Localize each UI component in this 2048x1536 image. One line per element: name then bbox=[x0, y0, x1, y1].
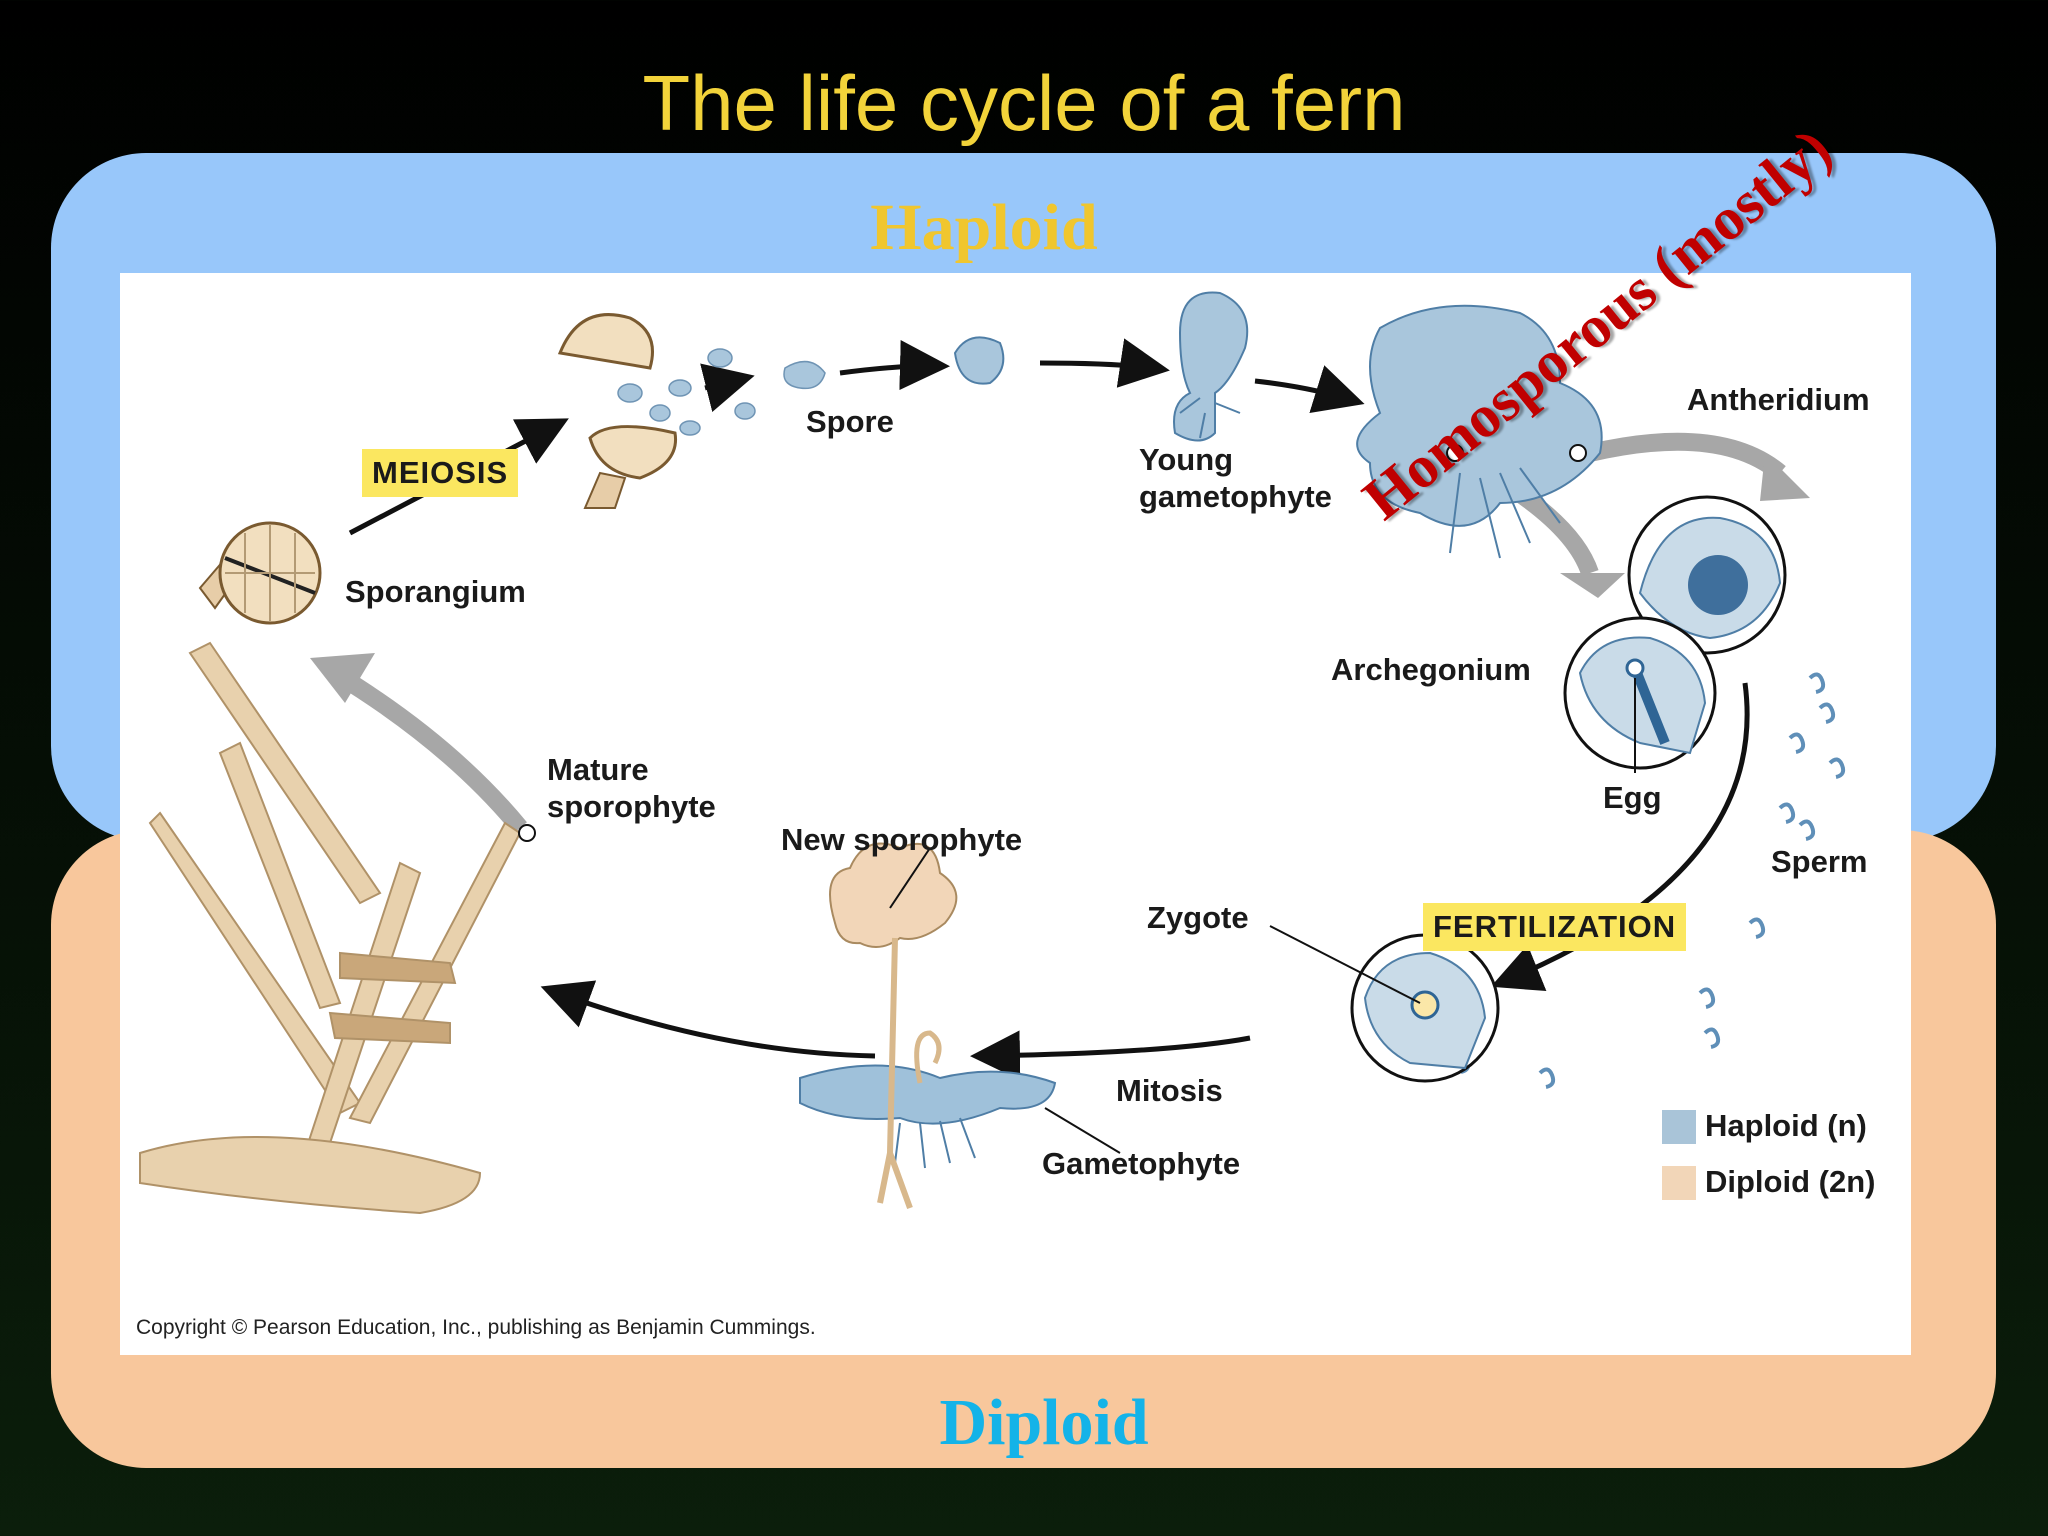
label-gametophyte: Gametophyte bbox=[1042, 1146, 1241, 1181]
legend-diploid-label: Diploid (2n) bbox=[1705, 1164, 1876, 1199]
spores bbox=[617, 348, 826, 436]
copyright-notice: Copyright © Pearson Education, Inc., pub… bbox=[136, 1316, 816, 1339]
label-sporangium: Sporangium bbox=[345, 574, 526, 609]
mature-gametophyte-illustration bbox=[1356, 304, 1603, 559]
label-spore: Spore bbox=[806, 404, 894, 439]
sporangium-illustration bbox=[198, 521, 322, 625]
legend-haploid-label: Haploid (n) bbox=[1705, 1108, 1867, 1143]
cycle-illustration bbox=[139, 291, 1846, 1215]
label-egg: Egg bbox=[1603, 780, 1662, 815]
label-young-gametophyte-2: gametophyte bbox=[1139, 479, 1332, 514]
antheridium-illustration bbox=[1627, 495, 1787, 655]
label-young-gametophyte-1: Young bbox=[1139, 442, 1234, 477]
label-mitosis: Mitosis bbox=[1116, 1073, 1223, 1108]
legend-diploid-swatch bbox=[1662, 1166, 1696, 1200]
new-sporophyte-illustration bbox=[799, 842, 1121, 1210]
haploid-band-label: Haploid bbox=[870, 191, 1098, 264]
meiosis-tag: MEIOSIS bbox=[362, 449, 519, 497]
label-new-sporophyte: New sporophyte bbox=[781, 822, 1023, 857]
label-zygote: Zygote bbox=[1147, 900, 1249, 935]
fertilization-tag: FERTILIZATION bbox=[1423, 903, 1687, 951]
label-mature-sporophyte-2: sporophyte bbox=[547, 789, 716, 824]
diploid-band-label: Diploid bbox=[939, 1386, 1149, 1459]
label-mature-sporophyte-1: Mature bbox=[547, 752, 649, 787]
fern-life-cycle-figure: Spore Young gametophyte Antheridium Arch… bbox=[120, 273, 1911, 1355]
mature-sporophyte-illustration bbox=[139, 641, 536, 1215]
label-antheridium: Antheridium bbox=[1687, 382, 1870, 417]
legend-haploid-swatch bbox=[1662, 1110, 1696, 1144]
label-sperm: Sperm bbox=[1771, 844, 1868, 879]
opening-sporangium-illustration bbox=[557, 313, 678, 509]
archegonium-illustration bbox=[1563, 616, 1717, 773]
label-archegonium: Archegonium bbox=[1331, 652, 1531, 687]
zygote-illustration bbox=[1269, 925, 1500, 1083]
cycle-arrows bbox=[348, 338, 1750, 1081]
slide-title: The life cycle of a fern bbox=[642, 59, 1406, 147]
young-gametophyte-illustrations bbox=[953, 291, 1249, 442]
